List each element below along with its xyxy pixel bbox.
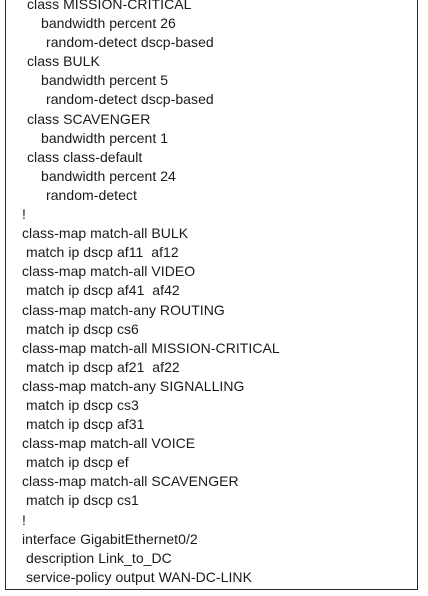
separator-line: ! <box>22 206 26 223</box>
service-policy-line: service-policy output WAN-DC-LINK <box>26 568 252 585</box>
match-line: match ip dscp af41 af42 <box>26 282 180 299</box>
match-line: match ip dscp af31 <box>26 416 145 433</box>
policy-class-line: class MISSION-CRITICAL <box>27 0 192 12</box>
class-map-line: class-map match-all BULK <box>22 225 189 242</box>
config-screenshot-frame: class MISSION-CRITICAL bandwidth percent… <box>5 0 418 590</box>
match-line: match ip dscp cs3 <box>26 396 139 413</box>
match-line: match ip dscp ef <box>26 454 129 471</box>
policy-class-line: class SCAVENGER <box>27 110 151 127</box>
bandwidth-line: bandwidth percent 1 <box>41 129 169 146</box>
bandwidth-line: bandwidth percent 5 <box>41 72 169 89</box>
class-map-line: class-map match-all MISSION-CRITICAL <box>22 339 280 356</box>
match-line: match ip dscp cs6 <box>26 320 139 337</box>
class-map-line: class-map match-all VOICE <box>22 435 196 452</box>
class-map-line: class-map match-all SCAVENGER <box>22 473 239 490</box>
match-line: match ip dscp af11 af12 <box>26 244 179 261</box>
match-line: match ip dscp cs1 <box>26 492 139 509</box>
policy-class-line: class BULK <box>27 53 100 70</box>
class-map-line: class-map match-any SIGNALLING <box>22 377 245 394</box>
separator-line: ! <box>22 511 26 528</box>
random-detect-line: random-detect <box>46 186 137 203</box>
class-map-line: class-map match-all VIDEO <box>22 263 196 280</box>
class-map-line: class-map match-any ROUTING <box>22 301 225 318</box>
bandwidth-line: bandwidth percent 26 <box>41 15 176 32</box>
match-line: match ip dscp af21 af22 <box>26 358 180 375</box>
description-line: description Link_to_DC <box>26 549 172 566</box>
policy-class-line: class class-default <box>27 148 143 165</box>
router-config-listing: class MISSION-CRITICAL bandwidth percent… <box>6 0 417 587</box>
random-detect-line: random-detect dscp-based <box>46 91 214 108</box>
interface-line: interface GigabitEthernet0/2 <box>22 530 198 547</box>
random-detect-line: random-detect dscp-based <box>46 34 214 51</box>
bandwidth-line: bandwidth percent 24 <box>41 167 176 184</box>
